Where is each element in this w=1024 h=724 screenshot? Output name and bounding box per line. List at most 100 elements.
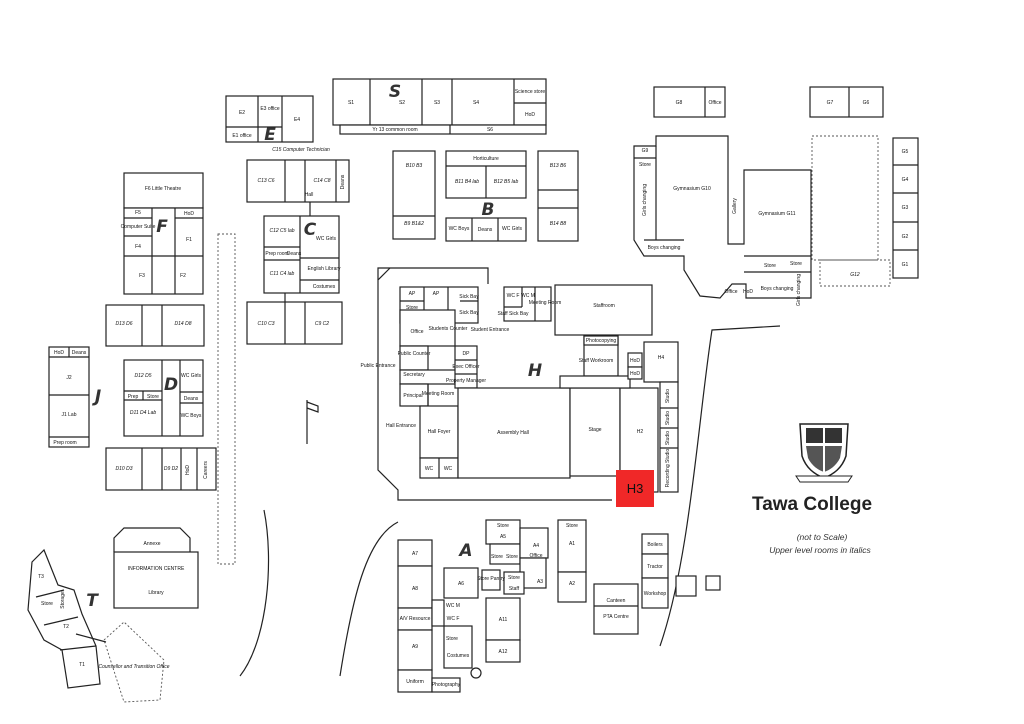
room-a-store2: Store — [497, 523, 509, 529]
room-gallery: Gallery — [732, 198, 738, 214]
room-a3: A3 — [537, 579, 543, 585]
site-paths — [239, 325, 781, 677]
room-c13: C13 C6 — [258, 178, 275, 184]
room-gym10: Gymnasium G10 — [673, 186, 711, 192]
f-block: F6 Little Theatre F5 HoD Computer Suite … — [121, 172, 204, 295]
room-f2: F2 — [180, 273, 186, 279]
room-f3: F3 — [139, 273, 145, 279]
room-boys-changing2: Boys changing — [761, 286, 794, 292]
room-studio3: Studio — [665, 431, 671, 445]
a-block: A7 A8 A/V Resource A9 Uniform A6 WC M WC… — [397, 519, 587, 693]
room-stage: Stage — [588, 427, 601, 433]
room-a-store5: Store — [508, 575, 520, 581]
room-assembly-hall: Assembly Hall — [497, 430, 529, 436]
room-staff-sick-bay: Staff Sick Bay — [497, 311, 529, 317]
room-photocopying: Photocopying — [586, 338, 617, 344]
room-s3: S3 — [434, 100, 440, 106]
room-dp: DP — [463, 351, 471, 357]
e-block: E2 E3 office E4 E1 office E — [225, 95, 314, 145]
room-h4: H4 — [658, 355, 665, 361]
room-tractor: Tractor — [647, 564, 663, 570]
room-f-hod: HoD — [184, 211, 194, 217]
room-d12: D12 D5 — [135, 373, 152, 379]
room-girls-changing2: Girls changing — [796, 274, 802, 306]
room-h3-highlight[interactable]: H3 — [616, 470, 654, 507]
room-pta-centre: PTA Centre — [603, 614, 629, 620]
room-s6: S6 — [487, 127, 493, 133]
room-library: Library — [148, 590, 164, 596]
room-science-store: Science store — [515, 89, 546, 95]
room-e3: E3 office — [260, 106, 280, 112]
block-t-label: T — [86, 591, 99, 611]
room-h-hod: HoD — [630, 358, 640, 364]
room-hall-foyer: Hall Foyer — [428, 429, 451, 435]
covered-walkway — [217, 233, 319, 565]
room-exec-officer: Exec Officer — [452, 364, 479, 370]
room-h-wc: WC — [425, 466, 434, 472]
room-b-wc-boys: WC Boys — [449, 226, 470, 232]
room-j2: J2 — [66, 375, 72, 381]
room-c15: C15 Computer Technician — [272, 147, 330, 153]
room-d-store: Store — [147, 394, 159, 400]
room-b12: B12 B5 lab — [494, 179, 519, 185]
room-counsellor: Counsellor and Transition Office — [98, 664, 169, 670]
room-a-store: Store — [446, 636, 458, 642]
room-g4: G4 — [902, 177, 909, 183]
room-g8: G8 — [676, 100, 683, 106]
room-english-lib: English Library — [307, 266, 341, 272]
room-s2: S2 — [399, 100, 405, 106]
t-block: T3 Store Storage T2 T1 Counsellor and Tr… — [27, 548, 170, 703]
room-t-storage: Storage — [60, 591, 66, 609]
room-sick-bay: Sick Bay — [459, 294, 479, 300]
room-c-deans: Deans — [340, 174, 346, 189]
room-c14: C14 C8 — [314, 178, 331, 184]
italics-note: Upper level rooms in italics — [769, 545, 871, 555]
room-uniform: Uniform — [406, 679, 424, 685]
room-ap1: AP — [409, 291, 416, 297]
room-t-store: Store — [41, 601, 53, 607]
room-g-store2: Store — [764, 263, 776, 269]
room-a6: A6 — [458, 581, 464, 587]
room-h-wc2: WC — [444, 466, 453, 472]
room-d-prep: Prep — [128, 394, 139, 400]
room-c-hall: Hall — [305, 192, 314, 198]
room-d-careers: Careers — [203, 461, 209, 479]
room-g5: G5 — [902, 149, 909, 155]
room-costumes2: Costumes — [447, 653, 470, 659]
room-a1: A1 — [569, 541, 575, 547]
room-meeting-room2: Meeting Room — [529, 300, 562, 306]
block-c-label: C — [304, 220, 317, 240]
j-block: HoD Deans J2 J1 Lab Prep room J — [48, 346, 101, 448]
room-students-counter: Students Counter — [429, 326, 468, 332]
room-c-wc: WC Girls — [316, 236, 336, 242]
room-g1: G1 — [902, 262, 909, 268]
roundabout-icon — [470, 667, 482, 679]
room-j-prep: Prep room — [53, 440, 76, 446]
room-secretary: Secretary — [403, 372, 425, 378]
room-meeting-room: Meeting Room — [422, 391, 455, 397]
room-e2: E2 — [239, 110, 245, 116]
room-f1: F1 — [186, 237, 192, 243]
room-b-wc-girls: WC Girls — [502, 226, 522, 232]
room-b-deans: Deans — [478, 227, 493, 233]
information-centre: Annexe INFORMATION CENTRE Library — [113, 527, 199, 609]
room-g7: G7 — [827, 100, 834, 106]
room-d11: D11 D4 Lab — [130, 410, 157, 416]
room-g-office: Office — [709, 100, 722, 106]
room-d10: D10 D3 — [116, 466, 133, 472]
d-block: D13 D6 D14 D8 D12 D5 WC Girls Prep Store… — [105, 304, 217, 491]
room-g-office2: Office — [725, 289, 738, 295]
room-c9: C9 C2 — [315, 321, 329, 327]
room-a5: A5 — [500, 534, 506, 540]
room-g9: G9 — [642, 148, 649, 154]
room-d-wc-girls: WC Girls — [181, 373, 201, 379]
block-j-label: J — [92, 387, 101, 407]
room-workshop: Workshop — [644, 591, 667, 597]
room-a11: A11 — [499, 617, 508, 623]
room-property-manager: Property Manager — [446, 378, 486, 384]
room-g-store: Store — [639, 162, 651, 168]
room-yr13: Yr 13 common room — [372, 127, 417, 133]
room-j-deans: Deans — [72, 350, 87, 356]
room-staffroom: Staffroom — [593, 303, 615, 309]
block-e-label: E — [264, 125, 276, 145]
